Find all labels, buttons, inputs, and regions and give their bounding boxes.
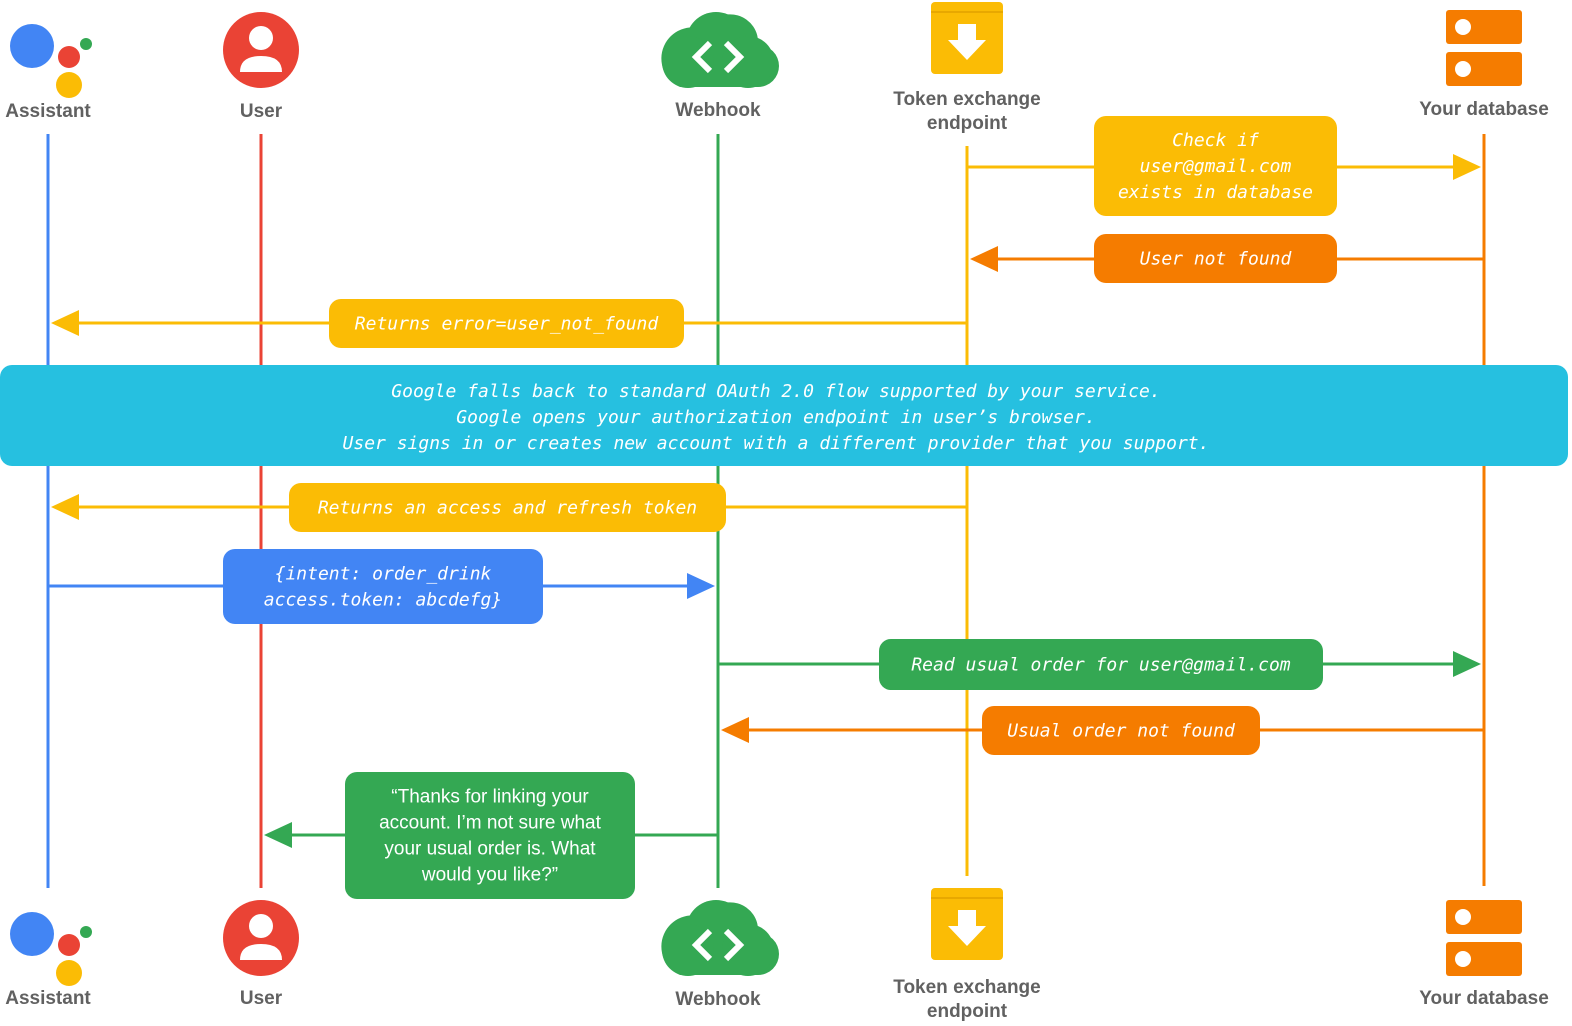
arrowhead [1453,154,1481,180]
download-box-icon [931,2,1003,74]
actor-database-top: Your database [1419,10,1549,120]
arrowhead [264,822,292,848]
message-box [879,639,1323,690]
actor-webhook-bottom: Webhook [661,900,779,1010]
actor-label: Your database [1419,99,1549,120]
message-box [289,483,726,532]
actor-label: Your database [1419,988,1549,1009]
arrowhead [970,246,998,272]
message-4: Returns an access and refresh token [51,483,967,532]
message-box [329,299,684,348]
actor-label: Assistant [5,101,91,122]
banner-text: Google falls back to standard OAuth 2.0 … [343,381,1210,454]
message-box [223,549,543,624]
message-2: User not found [970,234,1484,283]
message-label: Returns error=user_not_found [355,314,660,335]
download-box-icon [931,888,1003,960]
message-3: Returns error=user_not_found [51,299,967,348]
message-box [345,772,635,899]
actors: AssistantAssistantUserUserWebhookWebhook… [5,2,1549,1022]
user-icon [223,12,299,88]
arrowhead [721,717,749,743]
arrowhead [687,573,715,599]
actor-assistant-top: Assistant [5,24,92,122]
actor-assistant-bottom: Assistant [5,912,92,1009]
arrowhead [51,310,79,336]
arrowhead [1453,651,1481,677]
actor-webhook-top: Webhook [661,12,779,121]
oauth-fallback-banner: Google falls back to standard OAuth 2.0 … [0,365,1568,466]
user-icon [223,900,299,976]
message-box [1094,116,1337,216]
google-assistant-icon [10,912,92,986]
cloud-code-icon [661,900,779,976]
message-box [1094,234,1337,283]
message-label: Read usual order for user@gmail.com [911,655,1290,676]
actor-database-bottom: Your database [1419,900,1549,1009]
actor-user-bottom: User [223,900,299,1009]
message-6: Read usual order for user@gmail.com [718,639,1481,690]
message-box [982,706,1260,755]
actor-label: Webhook [675,989,761,1010]
message-label: Returns an access and refresh token [318,498,697,519]
message-label: User not found [1140,249,1293,270]
actor-label: Assistant [5,988,91,1009]
actor-label: User [240,101,283,122]
arrowhead [51,494,79,520]
message-7: Usual order not found [721,706,1484,755]
database-icon [1446,10,1522,86]
banner-box [0,365,1568,466]
actor-label: Webhook [675,100,761,121]
google-assistant-icon [10,24,92,98]
actor-user-top: User [223,12,299,122]
message-label: Usual order not found [1007,721,1236,742]
database-icon [1446,900,1522,976]
cloud-code-icon [661,12,779,88]
actor-label: User [240,988,283,1009]
